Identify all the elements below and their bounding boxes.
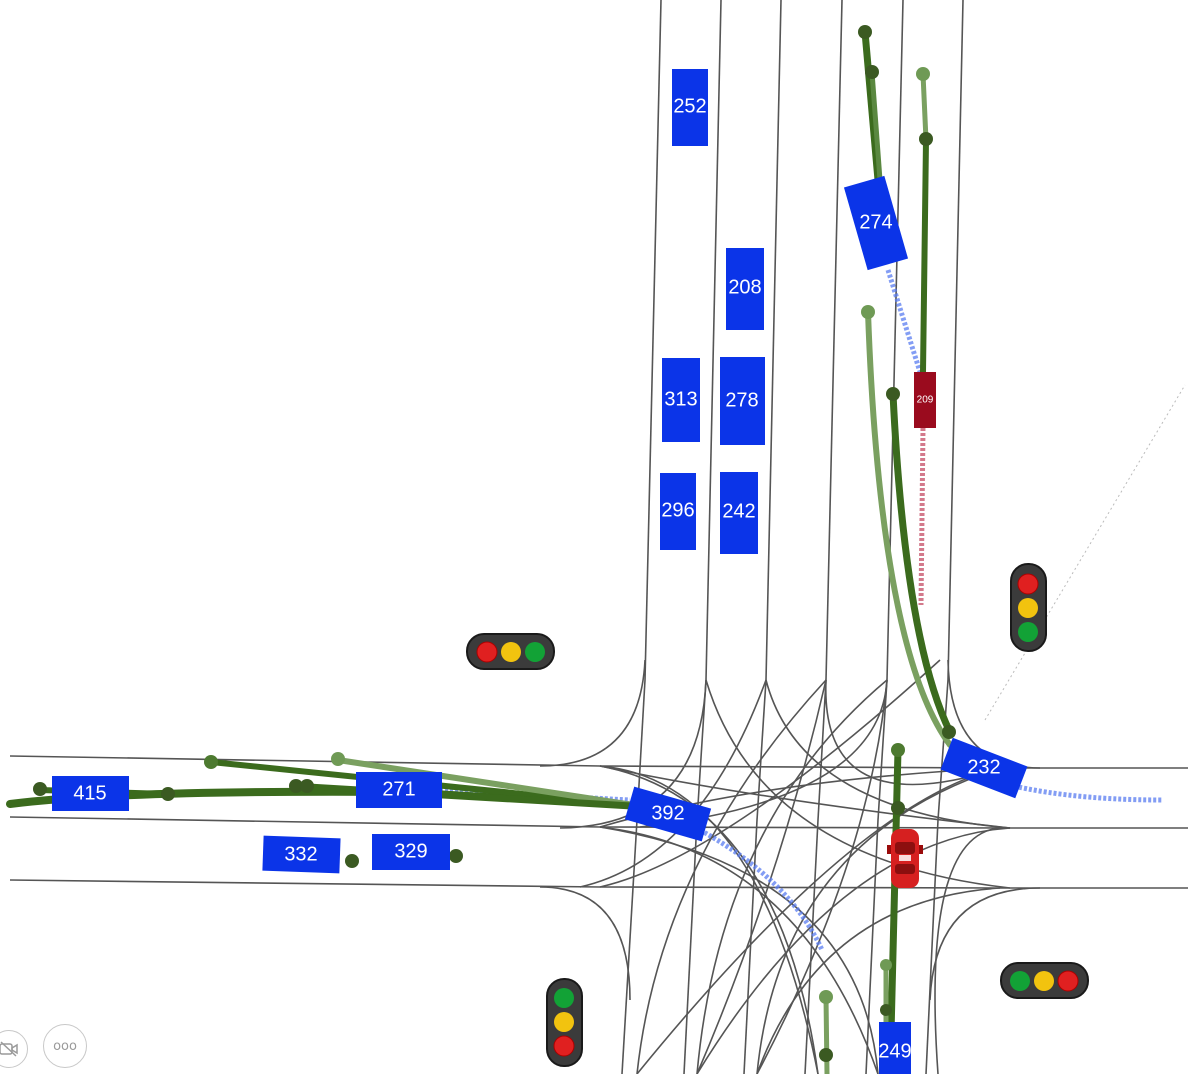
- vehicle-209[interactable]: 209: [914, 372, 936, 428]
- svg-text:209: 209: [917, 395, 934, 406]
- lamp-red: [553, 1035, 575, 1057]
- vehicle-252[interactable]: 252: [672, 69, 708, 146]
- lamp-green: [525, 642, 545, 662]
- traffic-light-southeast: [1000, 962, 1089, 999]
- svg-text:249: 249: [878, 1040, 911, 1062]
- road-lines: [9, 0, 1188, 1074]
- vehicle-208[interactable]: 208: [726, 248, 764, 330]
- vehicle-249[interactable]: 249: [878, 1022, 912, 1074]
- lamp-yellow: [554, 1012, 574, 1032]
- ego-vehicle[interactable]: [887, 829, 923, 888]
- lamp-yellow: [1018, 598, 1038, 618]
- planned-path-209: [918, 427, 926, 606]
- guide-line: [984, 384, 1186, 721]
- svg-text:278: 278: [725, 389, 758, 411]
- more-options-button[interactable]: ooo: [43, 1024, 87, 1068]
- svg-text:415: 415: [73, 782, 106, 804]
- lamp-green: [1018, 622, 1038, 642]
- svg-text:274: 274: [859, 211, 892, 233]
- svg-text:313: 313: [664, 388, 697, 410]
- lamp-red: [1057, 970, 1079, 992]
- vehicle-274[interactable]: 274: [843, 175, 909, 271]
- svg-text:392: 392: [651, 802, 684, 824]
- svg-text:332: 332: [284, 843, 317, 865]
- vehicle-313[interactable]: 313: [662, 358, 700, 442]
- traffic-light-west: [466, 633, 555, 670]
- svg-text:232: 232: [967, 756, 1000, 778]
- svg-text:208: 208: [728, 276, 761, 298]
- vehicle-392[interactable]: 392: [624, 786, 712, 842]
- lamp-green: [554, 988, 574, 1008]
- traffic-light-south: [546, 978, 583, 1067]
- lamp-yellow: [501, 642, 521, 662]
- svg-text:252: 252: [673, 95, 706, 117]
- vehicle-242[interactable]: 242: [720, 472, 758, 554]
- vehicle-271[interactable]: 271: [356, 772, 442, 808]
- traffic-light-east: [1010, 563, 1047, 652]
- lamp-yellow: [1034, 971, 1054, 991]
- svg-text:271: 271: [382, 778, 415, 800]
- svg-text:242: 242: [722, 500, 755, 522]
- svg-text:329: 329: [394, 840, 427, 862]
- trajectory-nodes: [33, 25, 956, 1062]
- more-dots-icon: ooo: [53, 1038, 77, 1054]
- camera-off-icon: [0, 1041, 18, 1057]
- lamp-green: [1010, 971, 1030, 991]
- vehicle-332[interactable]: 332: [262, 835, 341, 874]
- vehicle-278[interactable]: 278: [720, 357, 765, 445]
- lamp-red: [1017, 573, 1039, 595]
- predicted-trajectories: [6, 28, 954, 1074]
- vehicle-415[interactable]: 415: [52, 776, 129, 811]
- lamp-red: [476, 641, 498, 663]
- vehicle-296[interactable]: 296: [660, 473, 696, 550]
- vehicle-232[interactable]: 232: [940, 737, 1028, 799]
- vehicle-329[interactable]: 329: [372, 834, 450, 870]
- svg-text:296: 296: [661, 499, 694, 521]
